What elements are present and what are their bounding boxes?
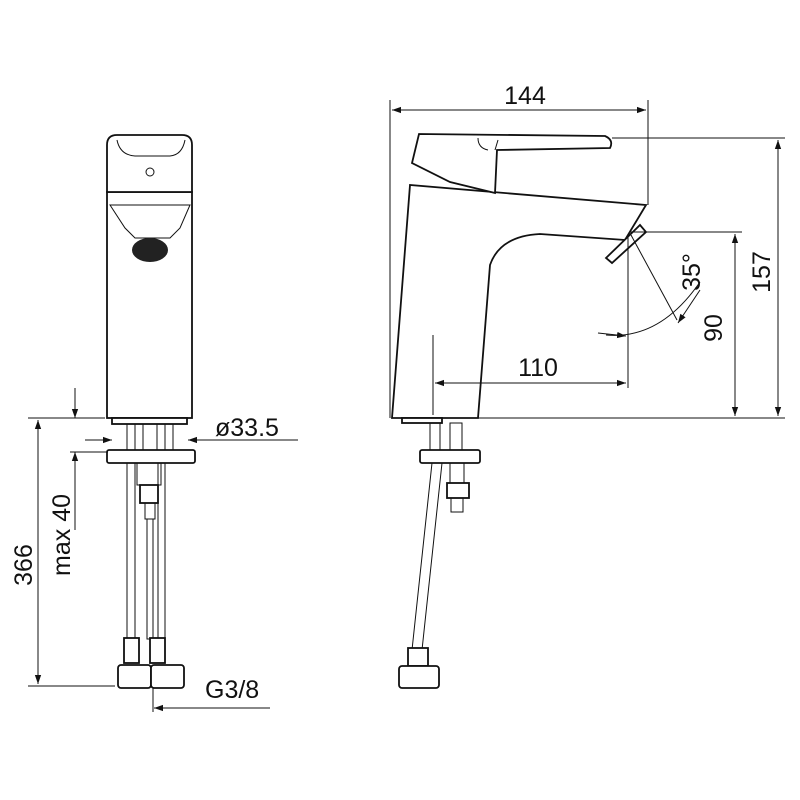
side-mounting-plate	[419, 449, 481, 464]
dim-height: 157	[748, 251, 776, 293]
dim-reach: 110	[518, 354, 558, 382]
front-nut-left	[117, 664, 152, 689]
front-handle	[106, 134, 193, 193]
dim-spout-height: 90	[700, 314, 728, 342]
side-handle	[410, 133, 613, 195]
dim-length: 144	[504, 82, 546, 110]
dim-angle: 35°	[678, 253, 706, 291]
front-view	[106, 134, 196, 689]
front-nut-right	[150, 664, 185, 689]
front-dimensions: 366 max 40 ø33.5 G3/8	[10, 388, 298, 712]
front-body	[106, 191, 193, 419]
dim-max-thickness: max 40	[48, 494, 76, 576]
angle-line	[630, 234, 678, 321]
side-nut	[398, 665, 440, 689]
side-dimensions: 144 157 90 110 35°	[389, 82, 785, 419]
side-view	[391, 133, 648, 689]
front-aerator	[132, 238, 168, 262]
front-mounting-plate	[106, 449, 196, 464]
dim-connection: G3/8	[205, 676, 259, 704]
side-hose	[411, 462, 443, 651]
dim-total-height: 366	[10, 544, 38, 586]
dim-diameter: ø33.5	[215, 414, 279, 442]
